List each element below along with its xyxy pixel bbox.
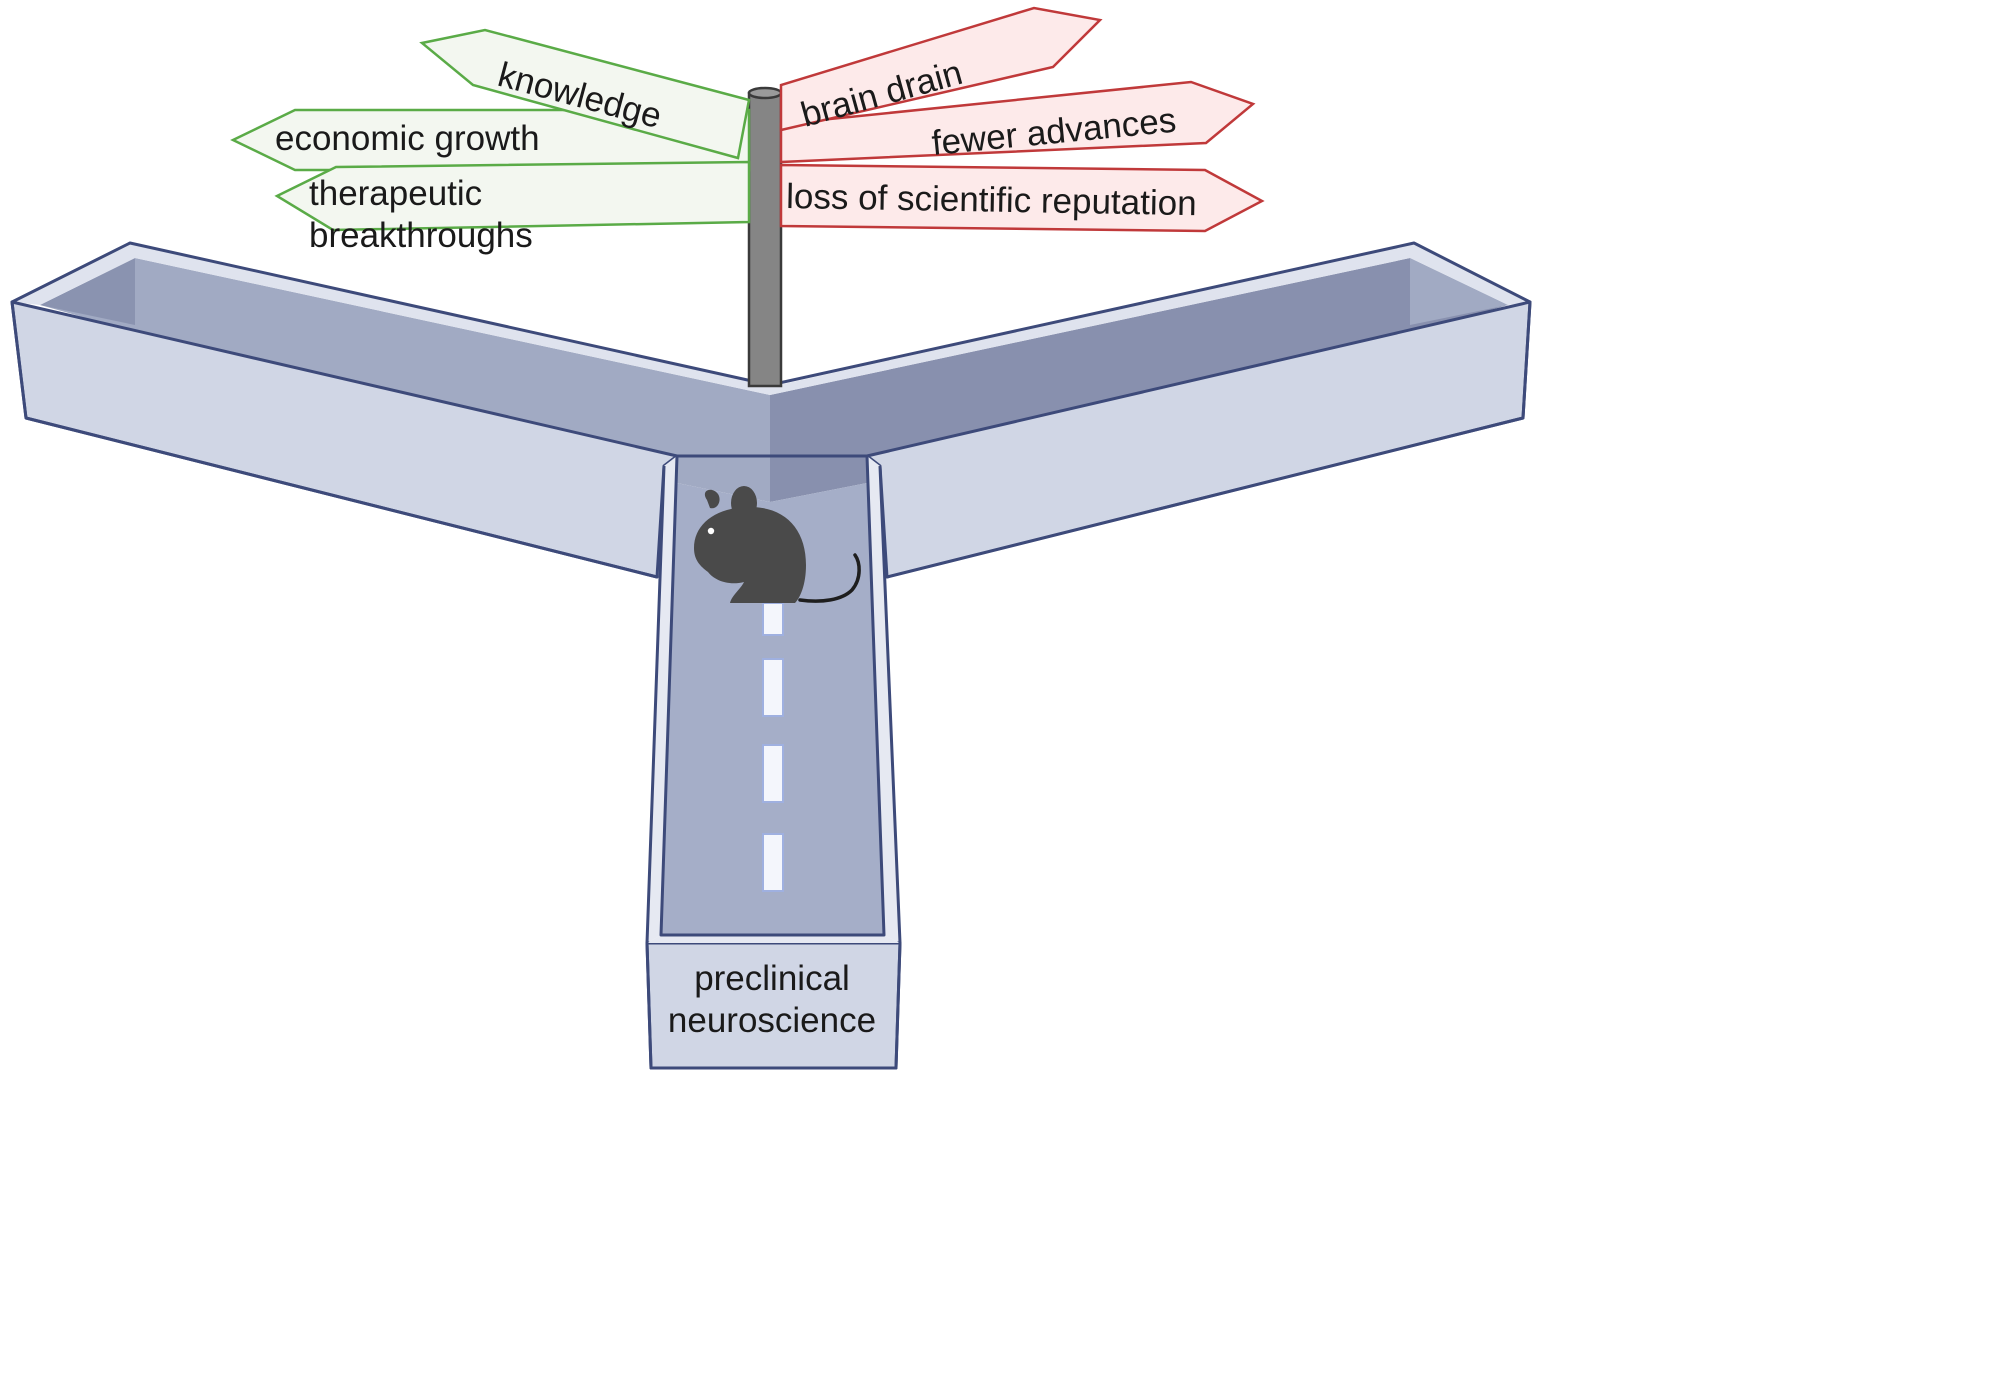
left-arm-end-wall — [40, 258, 135, 325]
stem-inner-outline — [659, 454, 886, 937]
sign-brain-drain — [779, 6, 1103, 132]
stem-right-wall — [867, 456, 900, 943]
start-arm-label-line2: neuroscience — [668, 1001, 876, 1040]
positive-signs: economic growth knowledge therapeutic br… — [230, 28, 751, 255]
y-maze: preclinical neuroscience — [10, 241, 1532, 1070]
dash-3 — [762, 744, 784, 803]
dash-4 — [762, 833, 784, 892]
sign-therapeutic-label-line2: breakthroughs — [309, 216, 533, 255]
right-arm-end-wall — [1410, 258, 1508, 325]
maze-outline-stem — [645, 465, 902, 1070]
sign-therapeutic-label-line1: therapeutic — [309, 174, 482, 213]
sign-economic-growth-label: economic growth — [275, 119, 540, 158]
mouse-icon — [694, 486, 861, 603]
signpost: economic growth knowledge therapeutic br… — [230, 6, 1265, 388]
dash-1 — [762, 602, 784, 636]
y-maze-crossroads-diagram: preclinical neuroscience economic growth… — [10, 6, 1532, 1070]
sign-loss-of-scientific-reputation — [779, 163, 1265, 233]
stem-left-wall — [647, 456, 677, 943]
signpost-pole-cap — [747, 86, 783, 100]
sign-loss-label: loss of scientific reputation — [786, 177, 1197, 223]
start-arm-label-line1: preclinical — [694, 959, 850, 998]
center-dashed-line — [762, 602, 784, 892]
sign-therapeutic-breakthroughs — [274, 160, 751, 232]
dash-2 — [762, 658, 784, 717]
sign-knowledge — [419, 28, 751, 160]
signpost-pole — [747, 91, 783, 388]
negative-signs: loss of scientific reputation fewer adva… — [779, 6, 1265, 233]
left-arm-rim — [12, 243, 780, 395]
stem-front-rim — [647, 935, 900, 943]
